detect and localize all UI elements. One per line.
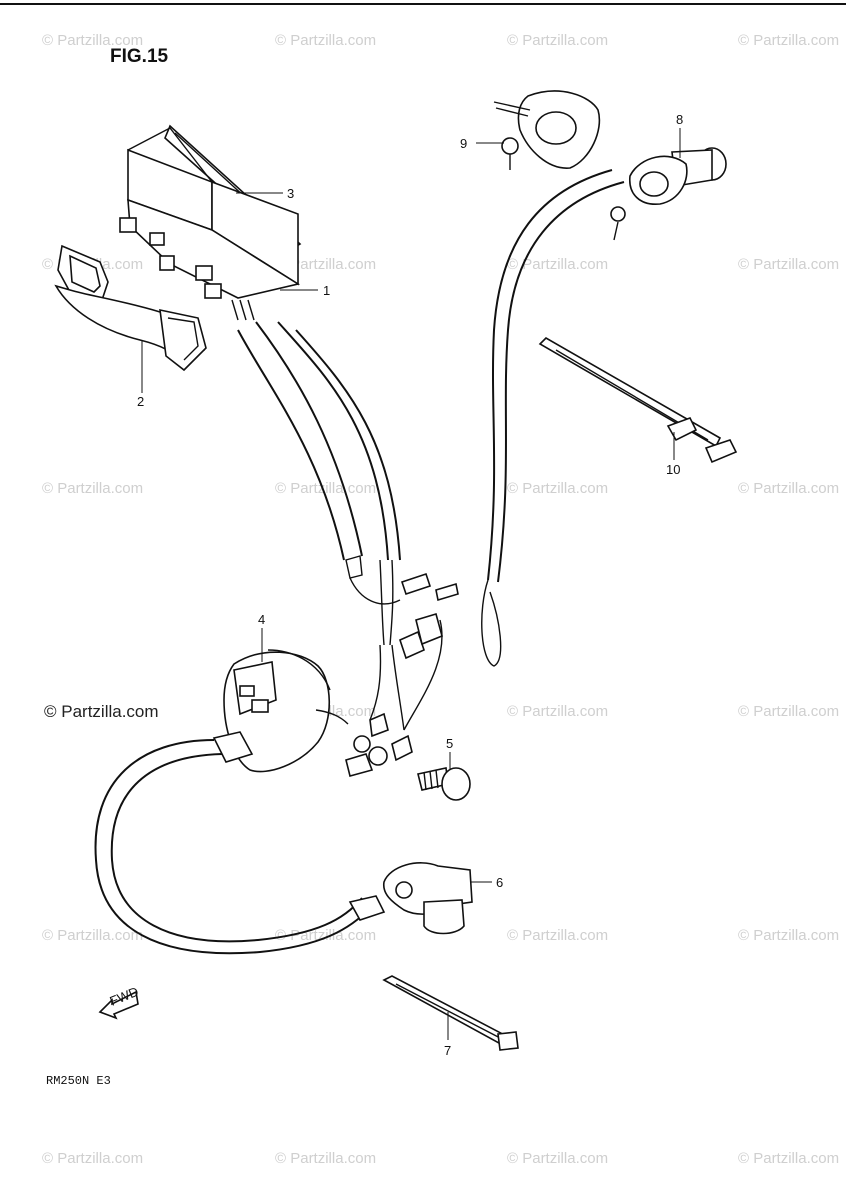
callout-1: 1 — [323, 283, 330, 298]
watermark: © Partzilla.com — [507, 32, 608, 49]
watermark: © Partzilla.com — [738, 256, 839, 273]
part-8-kill-switch — [610, 147, 727, 241]
watermark: © Partzilla.com — [275, 32, 376, 49]
watermark: © Partzilla.com — [738, 1150, 839, 1167]
kill-switch-lead — [481, 169, 625, 667]
part-10-band — [538, 337, 738, 464]
watermark: © Partzilla.com — [42, 927, 143, 944]
watermark: © Partzilla.com — [507, 927, 608, 944]
watermark: © Partzilla.com — [738, 703, 839, 720]
callout-3: 3 — [287, 186, 294, 201]
callout-leaders — [141, 128, 681, 1040]
part-1-cdi-unit — [119, 127, 301, 321]
watermark: © Partzilla.com — [738, 480, 839, 497]
watermark: © Partzilla.com — [275, 480, 376, 497]
callout-7: 7 — [444, 1043, 451, 1058]
callout-2: 2 — [137, 394, 144, 409]
watermark: © Partzilla.com — [42, 1150, 143, 1167]
wire-harness-main — [237, 321, 459, 731]
part-5-screw — [417, 767, 471, 801]
watermark-grid: © Partzilla.com © Partzilla.com © Partzi… — [42, 32, 839, 1167]
callout-8: 8 — [676, 112, 683, 127]
part-9-bracket — [493, 90, 601, 170]
ground-terminals — [345, 712, 413, 777]
figure-title: FIG.15 — [110, 46, 169, 67]
callout-9: 9 — [460, 136, 467, 151]
callout-6: 6 — [496, 875, 503, 890]
model-code: RM250N E3 — [46, 1074, 111, 1088]
switch-lead — [94, 731, 386, 955]
part-4-switch — [223, 649, 349, 773]
part-7-strap — [382, 975, 519, 1051]
watermark: © Partzilla.com — [738, 32, 839, 49]
part-2-rubber-cover — [54, 244, 207, 372]
watermark: © Partzilla.com — [507, 1150, 608, 1167]
watermark: © Partzilla.com — [275, 256, 376, 273]
watermark: © Partzilla.com — [507, 480, 608, 497]
callout-10: 10 — [666, 462, 680, 477]
callout-4: 4 — [258, 612, 265, 627]
watermark: © Partzilla.com — [275, 927, 376, 944]
callout-labels: 1 2 3 4 5 6 7 8 9 10 — [137, 112, 683, 1058]
watermark: © Partzilla.com — [275, 1150, 376, 1167]
watermark: © Partzilla.com — [42, 32, 143, 49]
part-6-plug-cap — [382, 862, 473, 935]
callout-5: 5 — [446, 736, 453, 751]
forward-arrow-icon: FWD — [98, 984, 141, 1020]
watermark: © Partzilla.com — [738, 927, 839, 944]
main-watermark: © Partzilla.com — [44, 702, 159, 721]
watermark: © Partzilla.com — [507, 256, 608, 273]
watermark: © Partzilla.com — [507, 703, 608, 720]
watermark: © Partzilla.com — [42, 480, 143, 497]
